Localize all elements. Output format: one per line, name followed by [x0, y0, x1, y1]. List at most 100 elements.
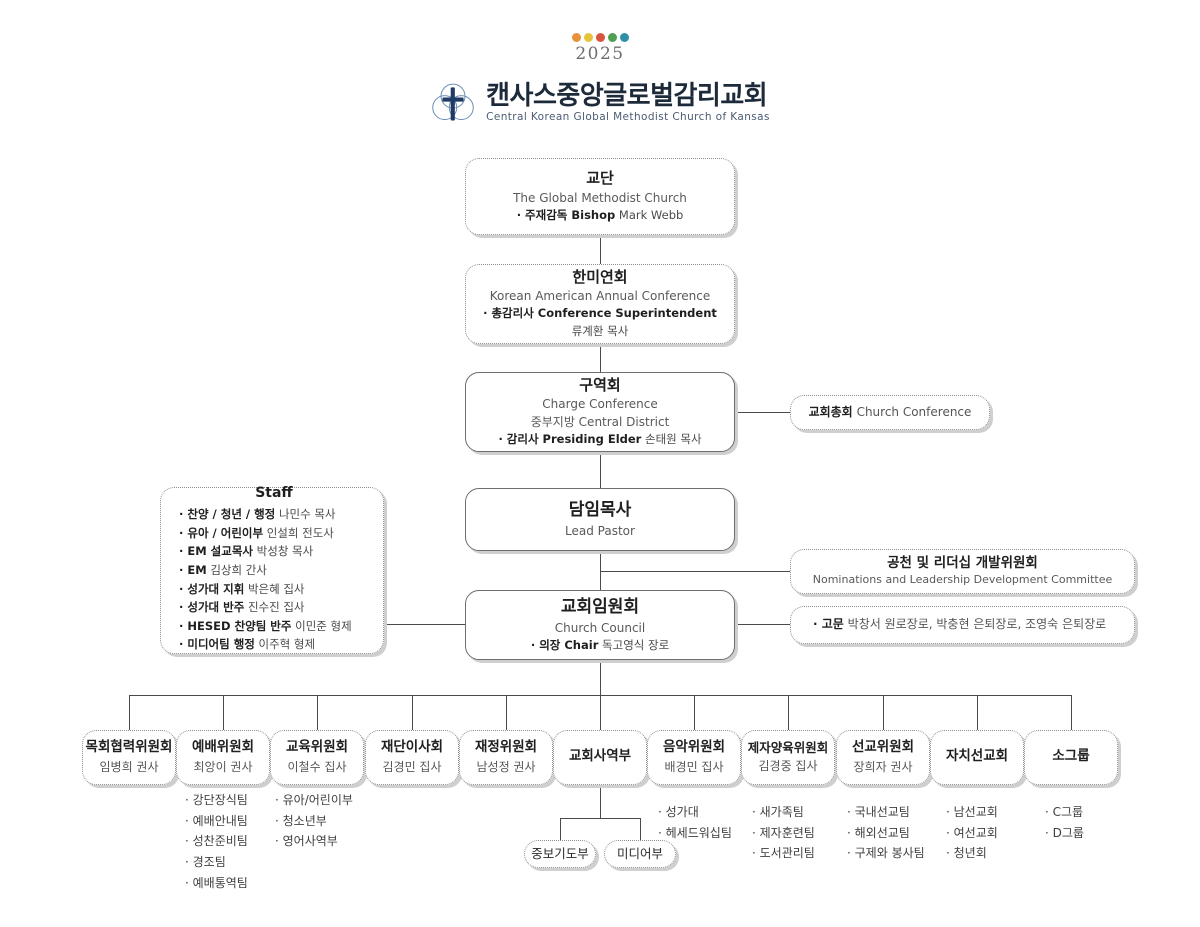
church-council-title: 교회임원회 — [560, 596, 640, 617]
committee-8-person: 장희자 권사 — [853, 759, 913, 774]
lead-pastor-title: 담임목사 — [568, 500, 632, 521]
node-committee-3[interactable]: 재단이사회 김경민 집사 — [365, 730, 459, 785]
committee-3-title: 재단이사회 — [380, 739, 444, 756]
staff-item: · EM 김상희 간사 — [179, 562, 267, 577]
team-item: · 남선교회 — [946, 805, 998, 819]
committee-8-title: 선교위원회 — [851, 739, 915, 756]
teams-discipleship: · 새가족팀 · 제자훈련팀 · 도서관리팀 — [752, 802, 815, 864]
team-item: · 도서관리팀 — [752, 846, 815, 861]
drop-1 — [223, 695, 224, 730]
drop-6 — [694, 695, 695, 730]
node-committee-8[interactable]: 선교위원회 장희자 권사 — [836, 730, 930, 785]
team-item: · 예배안내팀 — [185, 813, 248, 828]
node-lead-pastor[interactable]: 담임목사 Lead Pastor — [465, 488, 735, 551]
node-charge-conference[interactable]: 구역회 Charge Conference 중부지방 Central Distr… — [465, 372, 735, 452]
staff-item: · 유아 / 어린이부 인설희 전도사 — [179, 525, 334, 540]
church-brand: 캔사스중앙글로벌감리교회 Central Korean Global Metho… — [0, 80, 1200, 126]
committee-2-person: 이철수 집사 — [287, 759, 347, 774]
line-denom-to-conference — [600, 234, 601, 264]
node-committee-9[interactable]: 자치선교회 — [930, 730, 1024, 785]
header-dots — [0, 27, 1200, 46]
nominations-title: 공천 및 리더십 개발위원회 — [887, 555, 1038, 572]
node-advisors[interactable]: · 고문 박창서 원로장로, 박충현 은퇴장로, 조영숙 은퇴장로 — [790, 606, 1135, 644]
staff-heading: Staff — [255, 485, 293, 501]
node-ministry-child-0[interactable]: 중보기도부 — [524, 840, 596, 868]
church-name-en: Central Korean Global Methodist Church o… — [486, 111, 770, 124]
line-conference-to-charge — [600, 344, 601, 372]
advisors-row: · 고문 박창서 원로장로, 박충현 은퇴장로, 조영숙 은퇴장로 — [813, 616, 1106, 633]
team-item: · 여선교회 — [946, 825, 998, 840]
teams-mission: · 국내선교팀 · 해외선교팀 · 구제와 봉사팀 — [847, 802, 925, 864]
denomination-bishop-label: · 주재감독 Bishop — [516, 207, 616, 222]
drop-10 — [1071, 695, 1072, 730]
advisors-label: · 고문 — [813, 617, 844, 632]
team-item: · 제자훈련팀 — [752, 825, 815, 840]
committee-6-person: 배경민 집사 — [664, 759, 724, 774]
church-council-chair-name: 독고영식 장로 — [602, 637, 670, 652]
committee-7-title: 제자양육위원회 — [747, 739, 829, 755]
committee-0-person: 임병희 권사 — [99, 759, 159, 774]
team-item: · 국내선교팀 — [847, 805, 910, 819]
node-committee-5[interactable]: 교회사역부 — [553, 730, 647, 785]
drop-0 — [129, 695, 130, 730]
year-label: 2025 — [575, 44, 625, 64]
node-church-council[interactable]: 교회임원회 Church Council · 의장 Chair 독고영식 장로 — [465, 590, 735, 660]
team-item: · C그룹 — [1045, 805, 1084, 819]
node-denomination[interactable]: 교단 The Global Methodist Church · 주재감독 Bi… — [465, 158, 735, 235]
staff-item: · 찬양 / 청년 / 행정 나민수 목사 — [179, 507, 336, 521]
drop-7 — [788, 695, 789, 730]
dot-5 — [619, 33, 629, 42]
team-item: · 해외선교팀 — [847, 825, 910, 840]
node-committee-4[interactable]: 재정위원회 남성정 권사 — [459, 730, 553, 785]
teams-autonomous: · 남선교회 · 여선교회 · 청년회 — [946, 802, 998, 864]
team-item: · 새가족팀 — [752, 805, 804, 819]
line-ministry-bus — [560, 818, 640, 819]
charge-conference-elder-name: 손태원 목사 — [645, 432, 702, 447]
drop-8 — [883, 695, 884, 730]
charge-conference-elder-row: · 감리사 Presiding Elder 손태원 목사 — [498, 431, 701, 449]
advisors-value: 박창서 원로장로, 박충현 은퇴장로, 조영숙 은퇴장로 — [847, 617, 1107, 632]
node-ministry-child-1[interactable]: 미디어부 — [604, 840, 676, 868]
node-nominations-committee[interactable]: 공천 및 리더십 개발위원회 Nominations and Leadershi… — [790, 549, 1135, 594]
node-committee-0[interactable]: 목회협력위원회 임병희 권사 — [82, 730, 176, 785]
denomination-title: 교단 — [586, 169, 614, 188]
dot-4 — [607, 33, 617, 42]
committee-4-title: 재정위원회 — [474, 739, 538, 756]
committee-2-title: 교육위원회 — [285, 739, 349, 756]
staff-list: · 찬양 / 청년 / 행정 나민수 목사 · 유아 / 어린이부 인설희 전도… — [179, 505, 352, 654]
committee-5-title: 교회사역부 — [568, 747, 632, 764]
team-item: · 헤세드워십팀 — [658, 825, 732, 840]
team-item: · 강단장식팀 — [185, 793, 248, 807]
committee-9-title: 자치선교회 — [945, 747, 1009, 764]
teams-smallgroup: · C그룹 · D그룹 — [1045, 802, 1084, 843]
node-annual-conference[interactable]: 한미연회 Korean American Annual Conference ·… — [465, 264, 735, 344]
node-committee-2[interactable]: 교육위원회 이철수 집사 — [270, 730, 364, 785]
node-committee-1[interactable]: 예배위원회 최앙이 권사 — [176, 730, 270, 785]
line-charge-to-lead-pastor — [600, 452, 601, 488]
ministry-child-1-title: 미디어부 — [616, 845, 663, 861]
committee-1-person: 최앙이 권사 — [193, 759, 253, 774]
line-ministry-drop-0 — [560, 818, 561, 840]
drop-4 — [506, 695, 507, 730]
node-committee-7[interactable]: 제자양육위원회 김경중 집사 — [741, 730, 835, 785]
ministry-child-0-title: 중보기도부 — [531, 845, 589, 861]
committee-0-title: 목회협력위원회 — [85, 739, 173, 756]
annual-conference-superintendent-row: · 총감리사 Conference Superintendent 류계환 목사 — [476, 305, 724, 341]
annual-conference-title: 한미연회 — [572, 268, 628, 287]
node-committee-6[interactable]: 음악위원회 배경민 집사 — [647, 730, 741, 785]
line-to-nominations — [600, 571, 790, 572]
teams-worship: · 강단장식팀 · 예배안내팀 · 성찬준비팀 · 경조팀 · 예배통역팀 — [185, 790, 248, 893]
line-council-to-bus — [600, 660, 601, 696]
staff-item: · HESED 찬양팀 반주 이민준 형제 — [179, 618, 352, 633]
denomination-bishop-name: Mark Webb — [618, 207, 684, 222]
node-church-conference[interactable]: 교회총회 Church Conference — [790, 395, 990, 430]
annual-conference-subtitle: Korean American Annual Conference — [489, 289, 711, 304]
dot-3 — [595, 33, 605, 42]
node-committee-10[interactable]: 소그룹 — [1024, 730, 1118, 785]
charge-conference-subtitle: Charge Conference — [542, 397, 658, 412]
committee-4-person: 남성정 권사 — [476, 759, 536, 774]
church-conference-row: 교회총회 Church Conference — [809, 404, 972, 421]
node-staff[interactable]: Staff · 찬양 / 청년 / 행정 나민수 목사 · 유아 / 어린이부 … — [160, 485, 384, 654]
denomination-bishop-row: · 주재감독 Bishop Mark Webb — [517, 207, 684, 225]
team-item: · D그룹 — [1045, 825, 1084, 840]
